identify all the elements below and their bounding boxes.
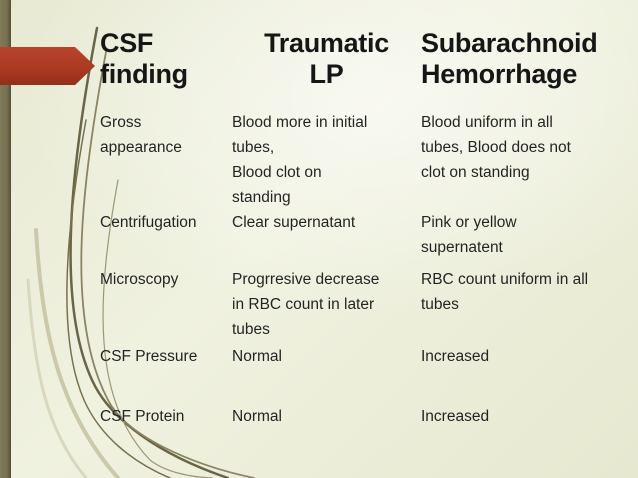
cell-subarachnoid-hemorrhage: Increased (421, 408, 490, 425)
csf-comparison-table: CSF finding Traumatic LP Subarachnoid He… (100, 28, 630, 464)
column-header-csf-finding: CSF finding (100, 28, 188, 89)
cell-finding: Centrifugation (100, 214, 197, 231)
column-header-traumatic-lp: Traumatic LP (264, 28, 389, 89)
cell-finding: CSF Pressure (100, 348, 198, 365)
cell-traumatic-lp: Normal (232, 348, 282, 365)
cell-finding: Gross appearance (100, 114, 182, 156)
cell-subarachnoid-hemorrhage: Blood uniform in all tubes, Blood does n… (421, 114, 571, 181)
cell-traumatic-lp: Progrresive decrease in RBC count in lat… (232, 271, 380, 338)
left-accent-bar (0, 0, 11, 478)
cell-traumatic-lp: Clear supernatant (232, 214, 356, 231)
title-accent-arrow-icon (0, 47, 95, 85)
cell-finding: Microscopy (100, 271, 179, 288)
cell-subarachnoid-hemorrhage: RBC count uniform in all tubes (421, 271, 589, 313)
cell-traumatic-lp: Normal (232, 408, 282, 425)
cell-subarachnoid-hemorrhage: Pink or yellow supernatent (421, 214, 517, 256)
cell-finding: CSF Protein (100, 408, 185, 425)
cell-traumatic-lp: Blood more in initial tubes, Blood clot … (232, 114, 368, 206)
column-header-subarachnoid-hemorrhage: Subarachnoid Hemorrhage (421, 28, 598, 89)
cell-subarachnoid-hemorrhage: Increased (421, 348, 490, 365)
